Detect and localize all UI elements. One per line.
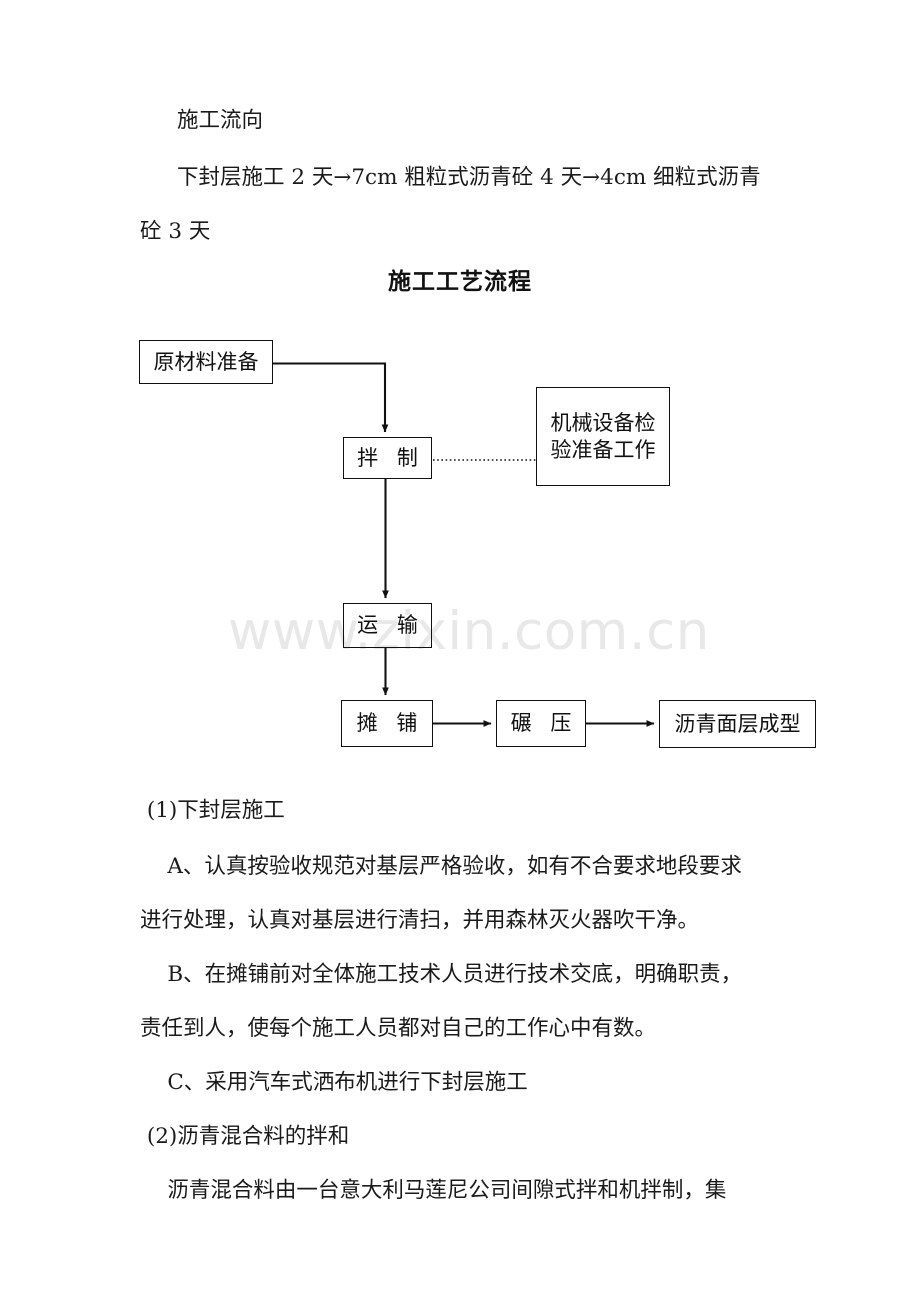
flow-node-spreading[interactable]: 摊 铺 [341,700,433,747]
body-item2-heading: (2)沥青混合料的拌和 [140,1124,350,1149]
intro-line-1: 施工流向 [177,108,264,133]
flow-node-rolling[interactable]: 碾 压 [496,700,586,747]
watermark-text: www.zixin.com.cn [228,601,710,662]
flow-node-raw-material[interactable]: 原材料准备 [139,340,273,384]
intro-line-2: 下封层施工 2 天→7cm 粗粒式沥青砼 4 天→4cm 细粒式沥青 [177,165,761,190]
body-item1-a-line2: 进行处理，认真对基层进行清扫，并用森林灭火器吹干净。 [140,908,700,933]
body-item1-b-line2: 责任到人，使每个施工人员都对自己的工作心中有数。 [140,1016,657,1041]
flow-node-transport[interactable]: 运 输 [343,603,432,648]
body-item1-a-line1: A、认真按验收规范对基层严格验收，如有不合要求地段要求 [140,854,742,879]
body-item1-heading: (1)下封层施工 [140,798,285,823]
flow-node-mixing[interactable]: 拌 制 [343,437,432,479]
intro-line-3: 砼 3 天 [140,219,211,244]
flow-node-final[interactable]: 沥青面层成型 [659,700,816,748]
intro-paragraph: 施工流向 下封层施工 2 天→7cm 粗粒式沥青砼 4 天→4cm 细粒式沥青 … [0,108,920,242]
section-title: 施工工艺流程 [388,268,532,295]
body-item2-line1: 沥青混合料由一台意大利马莲尼公司间隙式拌和机拌制，集 [140,1178,727,1203]
body-item1-b-line1: B、在摊铺前对全体施工技术人员进行技术交底，明确职责， [140,962,743,987]
body-item1-c-line1: C、采用汽车式洒布机进行下封层施工 [140,1070,528,1095]
body-paragraphs: (1)下封层施工 A、认真按验收规范对基层严格验收，如有不合要求地段要求 进行处… [0,798,920,1201]
flow-node-machine-check[interactable]: 机械设备检 验准备工作 [536,387,670,486]
connector-raw-to-mixing [273,362,389,433]
